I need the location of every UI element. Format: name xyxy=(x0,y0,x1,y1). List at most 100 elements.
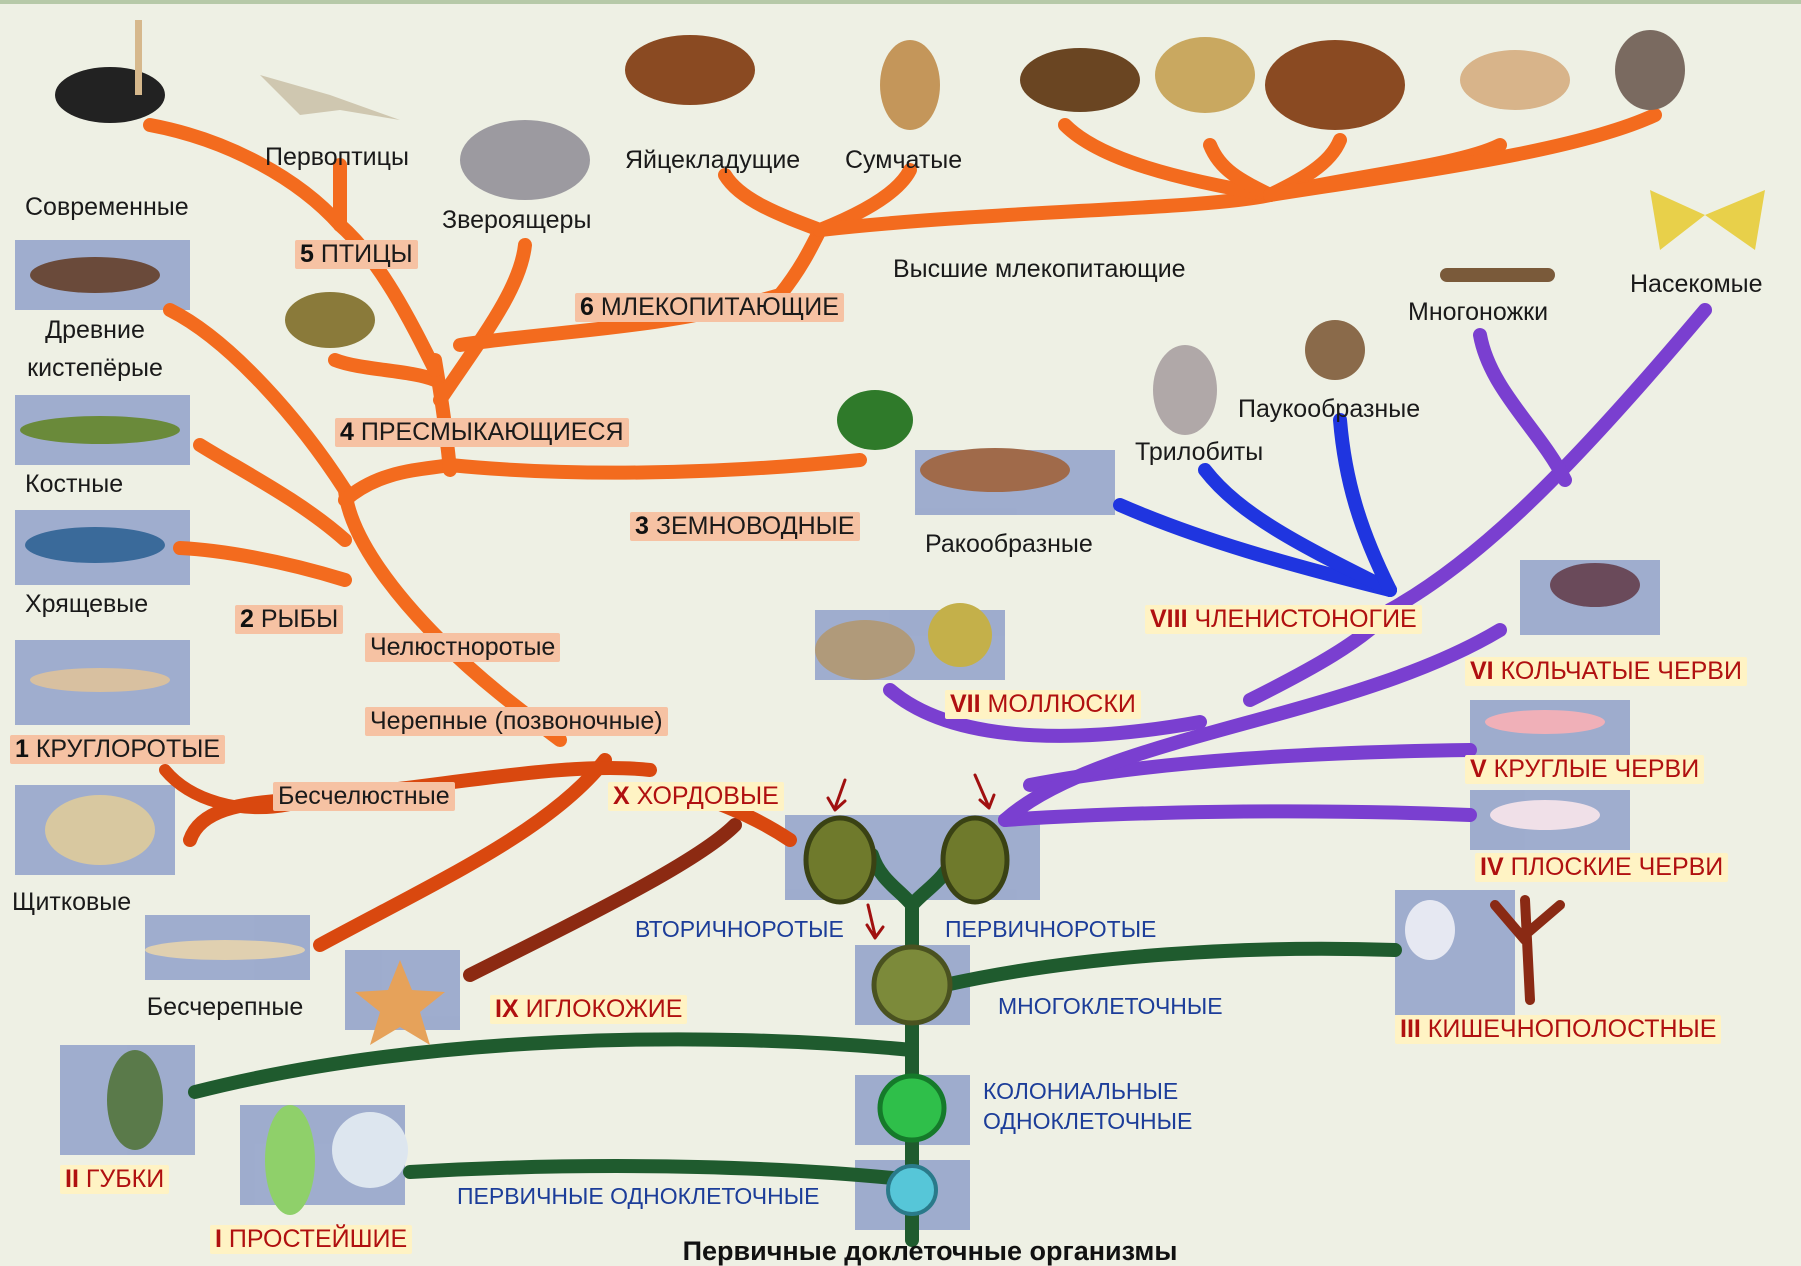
branch-mammals-stem xyxy=(780,230,820,295)
phylum-sponges: II ГУБКИ xyxy=(60,1165,169,1194)
group-jawless: Бесчелюстные xyxy=(273,782,455,811)
group-jawed: Челюстноротые xyxy=(365,633,560,662)
phylum-roundworms: V КРУГЛЫЕ ЧЕРВИ xyxy=(1465,755,1704,784)
phylum-name: КОЛЬЧАТЫЕ ЧЕРВИ xyxy=(1501,657,1742,685)
group-cranial: Черепные (позвоночные) xyxy=(365,707,668,736)
group-armored: Щитковые xyxy=(12,890,131,915)
class-reptiles: 4 ПРЕСМЫКАЮЩИЕСЯ xyxy=(335,418,629,447)
group-first-birds: Первоптицы xyxy=(265,145,409,170)
oyster-icon xyxy=(815,620,915,680)
protostome-embryo-icon xyxy=(943,818,1007,902)
class-num: 3 xyxy=(635,512,649,540)
class-name: ЗЕМНОВОДНЫЕ xyxy=(656,512,855,540)
stage-deuterostomes: ВТОРИЧНОРОТЫЕ xyxy=(635,918,844,941)
group-crustaceans: Ракообразные xyxy=(925,532,1093,557)
bear-icon xyxy=(1265,40,1405,130)
arrow-marker xyxy=(867,905,883,938)
dog-icon xyxy=(1020,48,1140,112)
spider-icon xyxy=(1305,320,1365,380)
branch-flatworms xyxy=(1005,811,1470,820)
stage-protostomes: ПЕРВИЧНОРОТЫЕ xyxy=(945,918,1156,941)
class-amphibians: 3 ЗЕМНОВОДНЫЕ xyxy=(630,512,860,541)
stage-colonial-2: ОДНОКЛЕТОЧНЫЕ xyxy=(983,1110,1192,1133)
phylum-annelids: VI КОЛЬЧАТЫЕ ЧЕРВИ xyxy=(1465,657,1747,686)
phylum-protozoa: I ПРОСТЕЙШИЕ xyxy=(210,1225,412,1254)
group-therapsids: Звероящеры xyxy=(442,208,591,233)
branch-amphibians-link xyxy=(345,465,450,500)
stage-colonial-1: КОЛОНИАЛЬНЫЕ xyxy=(983,1080,1178,1103)
class-num: 4 xyxy=(340,418,354,446)
stage-multicellular: МНОГОКЛЕТОЧНЫЕ xyxy=(998,995,1223,1018)
branch-cartilaginous xyxy=(180,548,345,580)
phylum-num: VII xyxy=(950,690,981,718)
deuterostome-embryo-icon xyxy=(806,818,874,902)
gastrula-icon xyxy=(874,947,950,1023)
colony-icon xyxy=(880,1076,944,1140)
jellyfish-icon xyxy=(1405,900,1455,960)
group-lobefinned-1: Древние xyxy=(45,318,145,343)
group-insects: Насекомые xyxy=(1630,272,1763,297)
phylum-name: ГУБКИ xyxy=(86,1165,164,1193)
phylum-name: ПЛОСКИЕ ЧЕРВИ xyxy=(1511,853,1724,881)
class-name: РЫБЫ xyxy=(261,605,338,633)
branch-myriapods xyxy=(1480,335,1565,480)
phylum-name: КИШЕЧНОПОЛОСТНЫЕ xyxy=(1428,1015,1717,1043)
phylum-chordata: X ХОРДОВЫЕ xyxy=(608,782,784,811)
arrow-marker xyxy=(828,780,845,810)
phylum-num: V xyxy=(1470,755,1487,783)
ostracoderm-icon xyxy=(45,795,155,865)
phylum-num: VIII xyxy=(1150,605,1188,633)
branch-amphibians xyxy=(450,460,860,473)
lancelet-icon xyxy=(145,940,305,960)
kangaroo-icon xyxy=(880,40,940,130)
coelacanth-icon xyxy=(30,257,160,293)
class-num: 5 xyxy=(300,240,314,268)
phylum-num: VI xyxy=(1470,657,1494,685)
class-name: ПТИЦЫ xyxy=(321,240,413,268)
phylum-num: X xyxy=(613,782,630,810)
group-marsupials: Сумчатые xyxy=(845,148,962,173)
branch-vertebrate-trunk xyxy=(345,490,440,640)
paramecium-icon xyxy=(265,1105,315,1215)
branch-therapsids xyxy=(440,245,525,400)
amoeba-icon xyxy=(332,1112,408,1188)
phylum-molluscs: VII МОЛЛЮСКИ xyxy=(945,690,1141,719)
branch-protozoa xyxy=(410,1166,912,1180)
class-name: КРУГЛОРОТЫЕ xyxy=(36,735,220,763)
ostrich-icon xyxy=(55,67,165,123)
snail-icon xyxy=(928,603,992,667)
group-arachnids: Паукообразные xyxy=(1238,397,1420,422)
branch-cnidaria xyxy=(945,949,1395,985)
branch-annelids xyxy=(1005,630,1500,820)
lamprey-icon xyxy=(30,668,170,692)
phylum-name: МОЛЛЮСКИ xyxy=(988,690,1136,718)
phylum-name: ИГЛОКОЖИЕ xyxy=(526,995,683,1023)
class-name: ПРЕСМЫКАЮЩИЕСЯ xyxy=(361,418,624,446)
diagram-title: Первичные доклеточные организмы xyxy=(683,1238,1178,1265)
phylum-echinoderms: IX ИГЛОКОЖИЕ xyxy=(490,995,687,1024)
phylum-num: III xyxy=(1400,1015,1421,1043)
butterfly-icon xyxy=(1650,190,1765,250)
ostrich-neck-icon xyxy=(135,20,142,95)
phylum-name: КРУГЛЫЕ ЧЕРВИ xyxy=(1494,755,1700,783)
trilobite-icon xyxy=(1153,345,1217,435)
phylum-num: I xyxy=(215,1225,222,1253)
branch-monotremes xyxy=(725,175,820,230)
stegosaur-icon xyxy=(460,120,590,200)
primary-cell-icon xyxy=(888,1166,936,1214)
class-fishes: 2 РЫБЫ xyxy=(235,605,343,634)
primate-icon xyxy=(1615,30,1685,110)
group-trilobites: Трилобиты xyxy=(1135,440,1263,465)
roundworm-icon xyxy=(1485,710,1605,734)
frog-icon xyxy=(837,390,913,450)
phylum-num: II xyxy=(65,1165,79,1193)
phylum-arthropods: VIII ЧЛЕНИСТОНОГИЕ xyxy=(1145,605,1422,634)
shark-icon xyxy=(25,527,165,563)
class-name: МЛЕКОПИТАЮЩИЕ xyxy=(601,293,839,321)
arrow-marker xyxy=(975,775,994,808)
earthworm-icon xyxy=(1550,563,1640,607)
group-lobefinned-2: кистепёрые xyxy=(27,356,163,381)
phylum-flatworms: IV ПЛОСКИЕ ЧЕРВИ xyxy=(1475,853,1728,882)
branch-sponges xyxy=(195,1039,912,1092)
phylum-num: IV xyxy=(1480,853,1504,881)
